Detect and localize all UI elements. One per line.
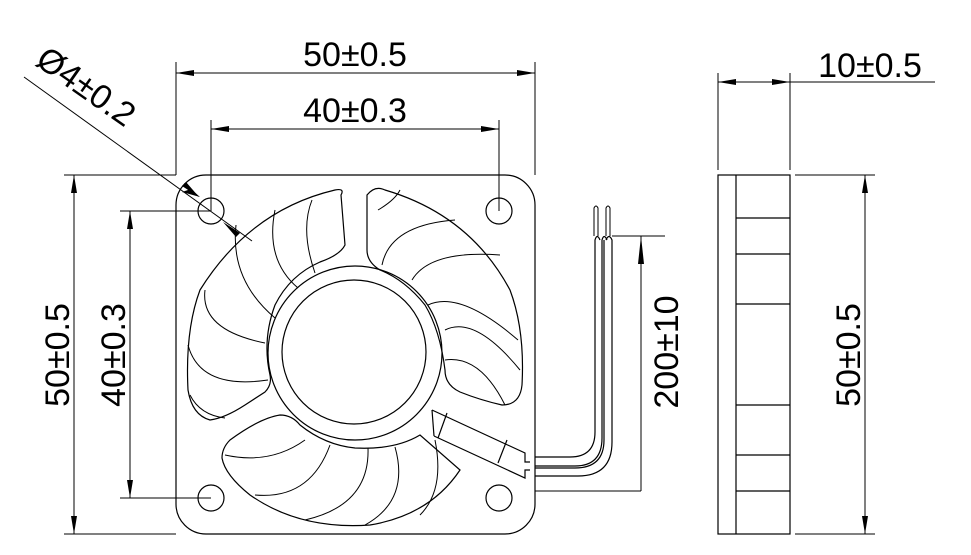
fan-blades <box>187 189 521 526</box>
hole-diameter-label: Ø4±0.2 <box>29 39 142 134</box>
side-height-label: 50±0.5 <box>830 303 868 407</box>
mounting-hole-bottom-right <box>485 484 513 512</box>
lead-wires <box>535 205 613 477</box>
wire-length-label: 200±10 <box>648 295 686 408</box>
fan-hub <box>281 279 427 425</box>
height-dimension-label: 50±0.5 <box>39 303 77 407</box>
front-view <box>175 174 613 535</box>
thickness-label: 10±0.5 <box>818 47 922 85</box>
side-view-dimensions: 10±0.5 50±0.5 <box>717 47 935 535</box>
hub-ring <box>267 265 443 441</box>
fan-shroud <box>186 187 524 527</box>
side-view <box>717 174 791 535</box>
hole-spacing-horizontal-label: 40±0.3 <box>303 92 407 130</box>
front-view-dimensions: 50±0.5 40±0.3 50±0.5 40±0.3 Ø4±0.2 <box>23 36 536 535</box>
wire-outlet <box>431 409 530 479</box>
wire-length-dimension: 200±10 <box>535 235 686 492</box>
hole-spacing-vertical-label: 40±0.3 <box>95 303 133 407</box>
width-dimension-label: 50±0.5 <box>303 36 407 74</box>
fan-frame <box>175 174 536 535</box>
